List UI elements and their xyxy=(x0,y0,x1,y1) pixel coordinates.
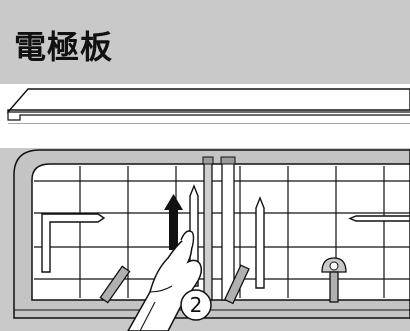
bottom-rods xyxy=(99,264,250,305)
body-gap xyxy=(0,124,410,148)
page-title: 電極板 xyxy=(14,28,114,66)
up-arrow-icon xyxy=(164,194,183,250)
hand-icon xyxy=(127,230,203,331)
terminal-post xyxy=(321,257,347,303)
step-number: 2 xyxy=(190,293,203,317)
title-band: 電極板 xyxy=(0,0,410,84)
lid-edge xyxy=(7,88,410,125)
right-electrode xyxy=(348,215,410,222)
step-marker: 2 xyxy=(180,289,212,321)
left-bracket xyxy=(41,213,106,273)
grid-mesh xyxy=(34,166,410,298)
center-posts xyxy=(202,156,236,301)
